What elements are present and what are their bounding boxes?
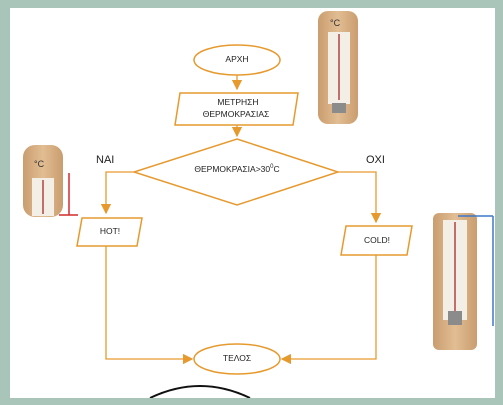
hot-output-shape [76, 217, 143, 247]
thermometer-left [23, 145, 78, 217]
decision-text: ΘΕΡΜΟΚΡΑΣΙΑ>30 [194, 164, 271, 174]
end-label: ΤΕΛΟΣ [222, 353, 252, 363]
decision-unit: C [273, 164, 280, 174]
arrow-cold-end [280, 255, 377, 365]
thermometer-right [433, 213, 494, 350]
thermometer-top-unit: °C [330, 18, 341, 28]
arrow-hot-end [105, 246, 194, 365]
flowchart-svg [23, 11, 494, 398]
start-label: ΑΡΧΗ [225, 54, 249, 64]
hot-label: HOT! [99, 226, 121, 236]
end-terminal [193, 343, 281, 375]
arrow-no-branch [338, 171, 382, 224]
decision-label: ΘΕΡΜΟΚΡΑΣΙΑ>300C [160, 164, 314, 174]
yes-label: ΝΑΙ [96, 154, 115, 166]
partial-ellipse-decoration [149, 385, 251, 398]
measure-input-shape [174, 92, 299, 126]
thermometer-left-unit: °C [34, 159, 45, 169]
thermometer-top [318, 11, 358, 124]
slide-canvas: ΑΡΧΗ ΜΕΤΡΗΣΗ ΘΕΡΜΟΚΡΑΣΙΑΣ ΘΕΡΜΟΚΡΑΣΙΑ>30… [10, 8, 495, 398]
arrow-yes-branch [100, 171, 134, 215]
cold-label: COLD! [364, 235, 390, 245]
cold-output-shape [340, 225, 413, 256]
decision-diamond [131, 138, 341, 206]
measure-label-line2: ΘΕΡΜΟΚΡΑΣΙΑΣ [202, 109, 270, 119]
decision-degree: 0 [270, 164, 274, 171]
no-label: ΟΧΙ [366, 154, 385, 166]
measure-label-line1: ΜΕΤΡΗΣΗ [217, 97, 259, 107]
